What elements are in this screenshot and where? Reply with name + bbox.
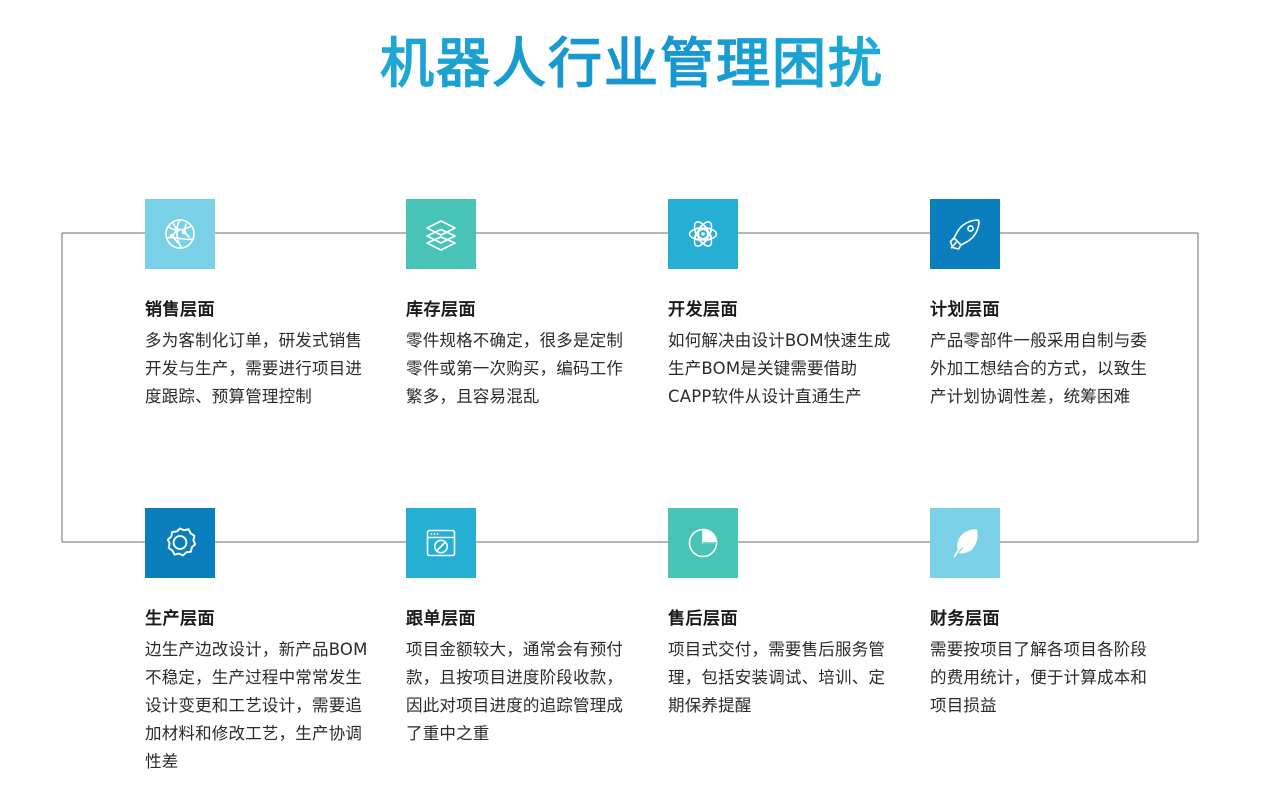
card-body-production: 边生产边改设计，新产品BOM不稳定，生产过程中常常发生设计变更和工艺设计，需要追… [145, 640, 368, 772]
card-development: 开发层面 如何解决由设计BOM快速生成生产BOM是关键需要借助CAPP软件从设计… [668, 199, 908, 411]
card-production: 生产层面 边生产边改设计，新产品BOM不稳定，生产过程中常常发生设计变更和工艺设… [145, 508, 385, 776]
card-body-order-tracking: 项目金额较大，通常会有预付款，且按项目进度阶段收款，因此对项目进度的追踪管理成了… [406, 640, 624, 744]
card-title-sales: 销售层面 [145, 300, 215, 320]
card-icon-tile-order-tracking [406, 508, 476, 578]
card-icon-tile-after-sales [668, 508, 738, 578]
browser-window-leaf-icon [426, 529, 456, 557]
card-title-order-tracking: 跟单层面 [406, 609, 476, 629]
card-icon-tile-sales [145, 199, 215, 269]
card-finance: 财务层面 需要按项目了解各项目各阶段的费用统计，便于计算成本和项目损益 [930, 508, 1170, 720]
card-title-after-sales: 售后层面 [668, 609, 738, 629]
feather-icon [953, 529, 978, 558]
card-title-development: 开发层面 [668, 300, 738, 320]
card-icon-tile-development [668, 199, 738, 269]
gear-icon [166, 527, 197, 557]
card-body-planning: 产品零部件一般采用自制与委外加工想结合的方式，以致生产计划协调性差，统筹困难 [930, 331, 1148, 407]
globe-network-icon [165, 219, 195, 249]
card-icon-tile-planning [930, 199, 1000, 269]
card-title-production: 生产层面 [145, 609, 215, 629]
stacked-layers-icon [426, 220, 456, 251]
card-body-after-sales: 项目式交付，需要售后服务管理，包括安装调试、培训、定期保养提醒 [668, 640, 886, 716]
card-body-development: 如何解决由设计BOM快速生成生产BOM是关键需要借助CAPP软件从设计直通生产 [668, 331, 891, 407]
card-sales: 销售层面 多为客制化订单，研发式销售开发与生产，需要进行项目进度跟踪、预算管理控… [145, 199, 385, 411]
card-icon-tile-inventory [406, 199, 476, 269]
card-inventory: 库存层面 零件规格不确定，很多是定制零件或第一次购买，编码工作繁多，且容易混乱 [406, 199, 646, 411]
pie-chart-icon [688, 528, 718, 558]
card-title-finance: 财务层面 [930, 609, 1000, 629]
rocket-icon [949, 219, 980, 250]
card-title-inventory: 库存层面 [406, 300, 476, 320]
card-body-sales: 多为客制化订单，研发式销售开发与生产，需要进行项目进度跟踪、预算管理控制 [145, 331, 363, 407]
card-planning: 计划层面 产品零部件一般采用自制与委外加工想结合的方式，以致生产计划协调性差，统… [930, 199, 1170, 411]
page-title: 机器人行业管理困扰 [0, 34, 1264, 94]
card-body-inventory: 零件规格不确定，很多是定制零件或第一次购买，编码工作繁多，且容易混乱 [406, 331, 624, 407]
card-body-finance: 需要按项目了解各项目各阶段的费用统计，便于计算成本和项目损益 [930, 640, 1148, 716]
card-order-tracking: 跟单层面 项目金额较大，通常会有预付款，且按项目进度阶段收款，因此对项目进度的追… [406, 508, 646, 748]
card-title-planning: 计划层面 [930, 300, 1000, 320]
atom-icon [688, 221, 718, 247]
card-icon-tile-production [145, 508, 215, 578]
card-icon-tile-finance [930, 508, 1000, 578]
card-after-sales: 售后层面 项目式交付，需要售后服务管理，包括安装调试、培训、定期保养提醒 [668, 508, 908, 720]
